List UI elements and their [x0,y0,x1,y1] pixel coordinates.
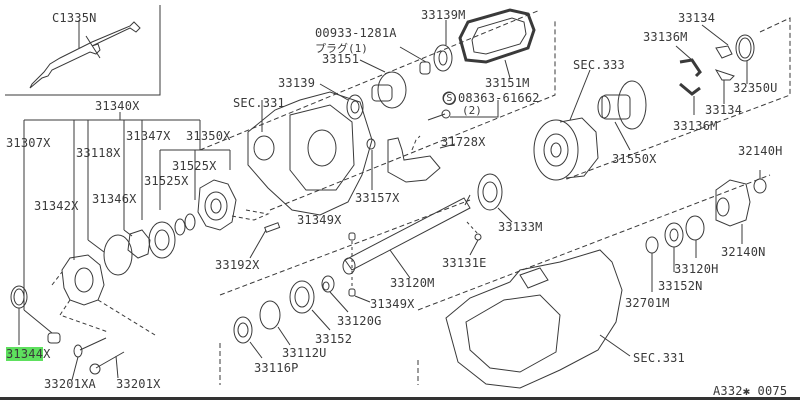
label-32140n[interactable]: 32140N [721,245,766,259]
inner-rotor-icon [123,229,151,259]
thrust-washers-icon [701,24,735,104]
lower-group-outline [219,174,771,385]
label-31307x[interactable]: 31307X [6,136,51,150]
label-33120m[interactable]: 33120M [390,276,435,290]
label-31525x-upper[interactable]: 31525X [172,159,217,173]
label-33151m[interactable]: 33151M [485,76,530,90]
gasket-icon [87,234,133,276]
label-33157x[interactable]: 33157X [355,191,400,205]
label-08363-61662[interactable]: 08363-61662 [458,91,540,105]
label-33131e[interactable]: 33131E [442,256,487,270]
label-31350x[interactable]: 31350X [186,129,231,143]
bracket-31340x [23,112,231,310]
label-sec333[interactable]: SEC.333 [573,58,625,72]
plug-icon [23,309,61,344]
oil-seal-31344x-icon [10,285,28,345]
bearing-33139-icon [319,83,364,120]
companion-flange-icon [715,179,751,244]
front-case-icon [247,91,373,216]
shim-33112u-icon [259,300,291,346]
figure-code: A332✱ 0075 [713,384,788,398]
seal-32350u-icon [563,17,791,181]
nut-32140h-icon [753,170,767,194]
label-31525x-lower[interactable]: 31525X [144,174,189,188]
pump-cover-icon [197,179,237,231]
inset-frame [5,5,161,96]
plug-00933-icon [399,46,431,75]
label-33120h[interactable]: 33120H [674,262,719,276]
label-plug-qty: プラグ(1) [315,42,368,55]
bearing-33139m-icon [433,20,453,72]
special-symbol-s: S [443,92,456,105]
mainshaft-icon [342,194,471,279]
label-33118x[interactable]: 33118X [76,146,121,160]
label-33152n[interactable]: 33152N [658,279,703,293]
rear-case-icon [445,249,631,389]
label-33201x[interactable]: 33201X [116,377,161,391]
grease-tube-icon [29,20,141,89]
label-bolt-qty: (2) [462,104,482,117]
drive-gear-icon [477,173,513,223]
o-rings-icon [174,213,196,236]
label-33112u[interactable]: 33112U [282,346,327,360]
label-31342x[interactable]: 31342X [34,199,79,213]
label-33152[interactable]: 33152 [315,332,353,346]
label-00933-1281a[interactable]: 00933-1281A [315,26,397,40]
label-33192x[interactable]: 33192X [215,258,260,272]
label-sec331-rear[interactable]: SEC.331 [633,351,685,365]
label-32350u[interactable]: 32350U [733,81,778,95]
bearing-33116p-icon [233,316,263,359]
mainshaft-gear-icon [597,80,647,151]
label-33120g[interactable]: 33120G [337,314,382,328]
bottom-border [0,397,800,400]
ball-33131e-icon [466,221,482,256]
bearing-33152-icon [289,280,331,331]
needle-bearings-icon [675,45,702,115]
label-31344x-highlight: 31344 [6,347,44,361]
label-c1335n[interactable]: C1335N [52,11,97,25]
label-sec331-front[interactable]: SEC.331 [233,96,285,110]
bolts-icon [71,337,125,381]
label-32140h[interactable]: 32140H [738,144,783,158]
o-ring-33157x-icon [366,138,376,190]
label-33133m[interactable]: 33133M [498,220,543,234]
spring-33120g-icon [321,275,349,313]
sprocket-33151-icon [359,59,407,109]
label-33139m[interactable]: 33139M [421,8,466,22]
dowel-pin-icon [231,209,281,259]
label-31349x-upper[interactable]: 31349X [297,213,342,227]
clutch-hub-icon [533,69,599,181]
label-33134-upper[interactable]: 33134 [678,11,716,25]
upper-group-outline [199,9,556,211]
label-33136m-upper[interactable]: 33136M [643,30,688,44]
label-31344x-suffix: X [43,347,51,361]
label-32701m[interactable]: 32701M [625,296,670,310]
label-31728x[interactable]: 31728X [441,135,486,149]
label-31346x[interactable]: 31346X [92,192,137,206]
outer-rotor-icon [148,221,176,259]
label-31344x-highlighted[interactable]: 31344X [6,347,51,361]
label-33151[interactable]: 33151 [322,52,360,66]
label-31347x[interactable]: 31347X [126,129,171,143]
label-31340x[interactable]: 31340X [95,99,140,113]
label-33139[interactable]: 33139 [278,76,316,90]
pump-housing-icon [51,254,156,336]
label-33116p[interactable]: 33116P [254,361,299,375]
rear-output-parts-icon [645,215,705,292]
label-31550x[interactable]: 31550X [612,152,657,166]
label-33136m-lower[interactable]: 33136M [673,119,718,133]
pins-icon [348,232,371,303]
label-33201xa[interactable]: 33201XA [44,377,96,391]
label-31349x-lower[interactable]: 31349X [370,297,415,311]
shift-fork-icon [387,135,456,183]
drive-chain-icon [458,8,536,79]
label-33134-lower[interactable]: 33134 [705,103,743,117]
